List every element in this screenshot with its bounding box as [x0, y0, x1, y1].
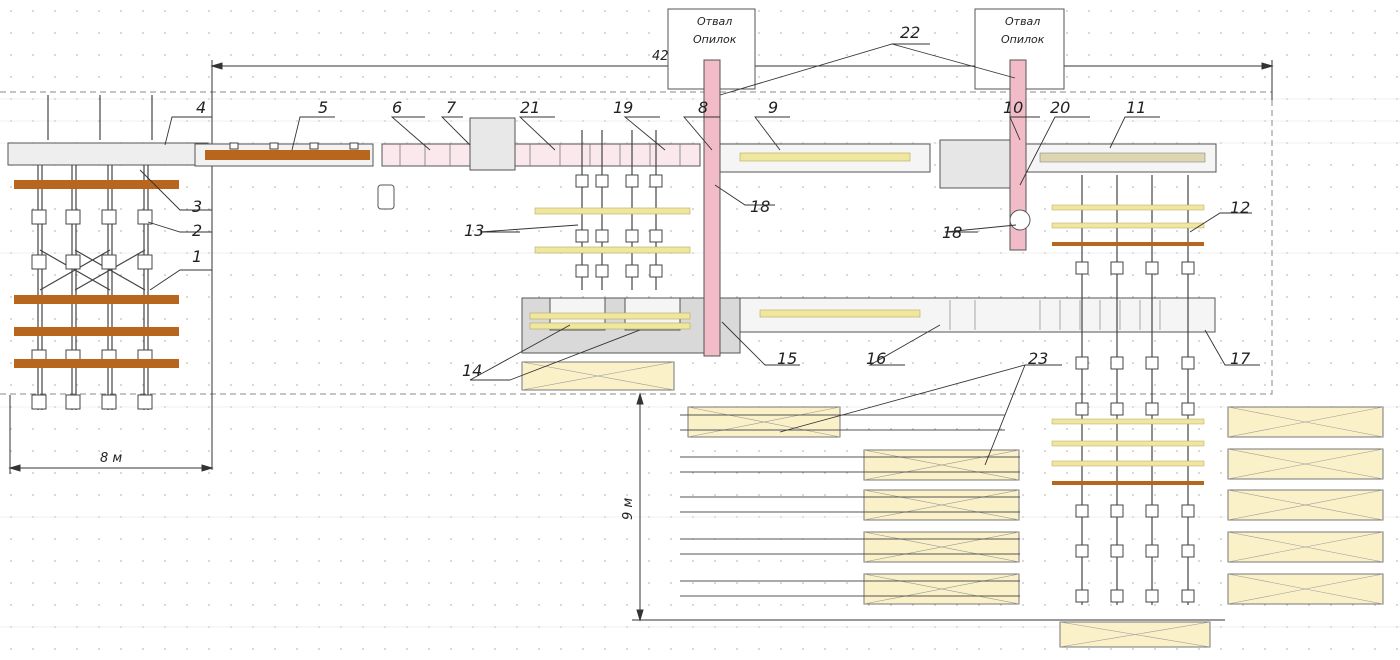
bundle-crosses [521, 361, 1384, 648]
sawdust-dump-right-title: Отвал [1005, 15, 1040, 28]
board-conveyor-11 [1025, 143, 1217, 173]
dimension-width [8, 395, 214, 474]
label-11: 11 [1126, 98, 1146, 117]
label-21: 21 [520, 98, 540, 117]
label-20: 20 [1050, 98, 1070, 117]
label-2: 2 [192, 221, 202, 240]
label-9: 9 [768, 98, 778, 117]
building-outline [0, 91, 1273, 395]
label-14: 14 [462, 361, 482, 380]
sawdust-conveyor-left [703, 59, 721, 357]
dimension-width-label: 8 м [100, 451, 122, 466]
label-12: 12 [1230, 198, 1250, 217]
label-22: 22 [900, 23, 920, 42]
log [14, 180, 179, 189]
label-18-right: 18 [942, 223, 962, 242]
sawdust-dump-left-title: Отвал [697, 15, 732, 28]
log [14, 359, 179, 368]
board-conveyor-16 [739, 297, 1216, 333]
leader-lines [139, 43, 1260, 466]
label-17: 17 [1230, 349, 1251, 368]
label-5: 5 [318, 98, 328, 117]
board-conveyor-9 [719, 143, 931, 173]
label-1: 1 [192, 247, 202, 266]
log [14, 327, 179, 336]
dimension-height-label: 9 м [621, 498, 636, 520]
label-19: 19 [613, 98, 633, 117]
sorting-transfer-12 [1051, 175, 1205, 605]
saw-line [377, 117, 701, 210]
log-conveyor [194, 142, 374, 167]
label-7: 7 [446, 98, 457, 117]
label-10: 10 [1003, 98, 1023, 117]
label-4: 4 [196, 98, 206, 117]
sawdust-dump-left-subtitle: Опилок [693, 33, 737, 46]
label-3: 3 [192, 197, 202, 216]
label-6: 6 [392, 98, 402, 117]
label-18-left: 18 [750, 197, 770, 216]
label-16: 16 [866, 349, 886, 368]
machine-10 [939, 139, 1031, 231]
log-deck [7, 95, 209, 410]
label-15: 15 [777, 349, 797, 368]
sawdust-dump-right-subtitle: Опилок [1001, 33, 1045, 46]
label-13: 13 [464, 221, 484, 240]
dimension-height [632, 392, 1225, 622]
label-23: 23 [1028, 349, 1048, 368]
board-transfer-13 [534, 130, 691, 290]
label-8: 8 [698, 98, 708, 117]
log [14, 295, 179, 304]
